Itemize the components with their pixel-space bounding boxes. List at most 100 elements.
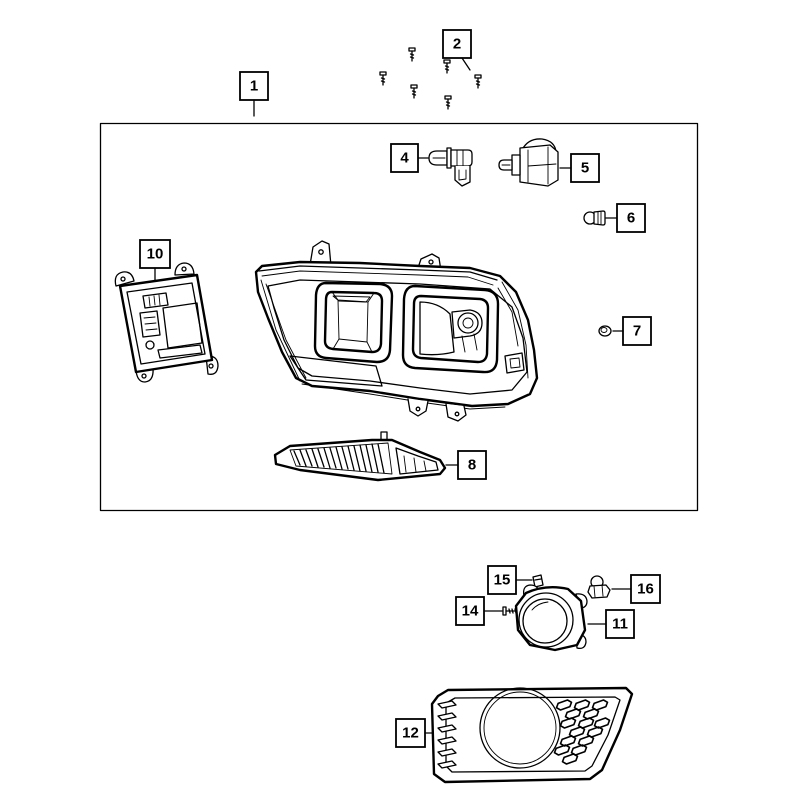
ballast-ear-hole xyxy=(141,373,147,379)
bezel-fin xyxy=(437,748,457,757)
ballast-component xyxy=(139,310,161,338)
callout-15-label: 15 xyxy=(494,572,511,589)
callout-11-box xyxy=(605,609,635,639)
hid-clip xyxy=(521,138,557,153)
screw-shank xyxy=(475,77,481,89)
small-bulb-rib xyxy=(597,211,602,225)
callout-6: 6 xyxy=(616,203,646,233)
housing-connector-detail xyxy=(509,357,521,369)
fog-lamp-lens-rim xyxy=(518,592,574,648)
assembly-frame xyxy=(99,122,699,512)
callout-16-label: 16 xyxy=(637,581,654,598)
bezel-outer xyxy=(430,686,634,784)
fog-lamp xyxy=(514,584,588,652)
callout-4: 4 xyxy=(390,143,419,173)
callout-2-box xyxy=(442,29,472,59)
grille-slot xyxy=(577,735,595,747)
callout-5-label: 5 xyxy=(581,160,589,177)
callout-12-label: 12 xyxy=(402,725,419,742)
hid-collar xyxy=(511,154,521,176)
screw xyxy=(443,59,451,74)
turn-signal-strip xyxy=(289,355,383,387)
callout-10-label: 10 xyxy=(147,246,164,263)
screw xyxy=(379,71,387,86)
callout-1-label: 1 xyxy=(250,78,258,95)
trim-grille xyxy=(293,443,385,474)
housing-right-side xyxy=(497,281,529,379)
ballast-connector-pins xyxy=(148,294,161,307)
fog-bulb-base xyxy=(587,584,611,599)
callout-7-label: 7 xyxy=(633,323,641,340)
callout-10-box xyxy=(139,239,171,269)
headlamp xyxy=(254,240,539,422)
callout-5-box xyxy=(570,153,600,183)
callout-7: 7 xyxy=(622,316,652,346)
screw xyxy=(410,84,418,99)
trim-bracket-detail xyxy=(403,455,427,473)
callout-11-label: 11 xyxy=(612,616,628,633)
callout-16: 16 xyxy=(630,574,661,604)
ballast-rim xyxy=(126,282,206,365)
right-projector-ring-outer xyxy=(401,284,500,374)
screw xyxy=(408,47,416,62)
callout-2-leader xyxy=(461,57,471,71)
ballast-capacitor xyxy=(145,340,155,350)
bracket-hole xyxy=(415,406,421,412)
callout-1: 1 xyxy=(239,71,269,101)
callout-14-box xyxy=(455,596,485,626)
callout-15-box xyxy=(487,565,517,595)
right-projector-ring-inner xyxy=(411,294,490,364)
bezel-fin xyxy=(437,760,457,769)
grille-slot xyxy=(555,699,573,711)
bracket-hole xyxy=(454,411,460,417)
fog-screw xyxy=(502,606,518,616)
bulb-base-rib xyxy=(456,149,464,167)
fog-bulb xyxy=(587,575,611,599)
ballast-ear xyxy=(174,262,195,276)
callout-2-label: 2 xyxy=(453,36,461,53)
left-projector-ring-outer xyxy=(313,281,394,364)
ballast-module xyxy=(114,262,219,383)
bezel-inner xyxy=(445,696,621,773)
grommet-inner xyxy=(600,327,608,333)
grille-slot xyxy=(553,744,571,756)
callout-8-label: 8 xyxy=(468,457,476,474)
bracket-hole xyxy=(428,259,434,265)
screw-shank xyxy=(444,62,450,74)
small-bulb-base xyxy=(593,210,606,226)
callout-14: 14 xyxy=(455,596,485,626)
ballast-connector xyxy=(142,292,169,309)
ballast-ear-hole xyxy=(181,266,187,272)
grommet xyxy=(598,325,612,337)
headlamp-lens-face xyxy=(267,279,528,395)
projector-lens xyxy=(457,312,479,334)
lamp-trim xyxy=(273,431,447,482)
screw-set xyxy=(379,47,482,110)
callout-14-label: 14 xyxy=(462,603,479,620)
fog-clip xyxy=(532,574,544,588)
ballast-ear-hole xyxy=(120,276,126,282)
housing-top-lip-inner xyxy=(261,270,494,286)
ballast-bottom-strip xyxy=(157,344,203,359)
ballast-component-detail xyxy=(143,316,158,331)
grille-slot xyxy=(593,717,611,729)
bezel-fin xyxy=(437,712,457,721)
ballast-ear-hole xyxy=(208,363,214,369)
callout-7-box xyxy=(622,316,652,346)
left-reflector-shade xyxy=(332,295,371,303)
screw-shank xyxy=(445,98,451,110)
projector-support xyxy=(461,333,478,353)
callout-5: 5 xyxy=(570,153,600,183)
small-bulb xyxy=(583,210,606,226)
screw xyxy=(444,95,452,110)
screw-shank xyxy=(411,87,417,99)
hid-bulb xyxy=(498,138,559,187)
callout-4-box xyxy=(390,143,419,173)
screw-shank xyxy=(409,50,415,62)
callout-4-label: 4 xyxy=(400,150,409,167)
trim-grille-frame xyxy=(289,442,393,475)
fog-lamp-lens-highlight xyxy=(531,601,549,611)
callout-15: 15 xyxy=(487,565,517,595)
bezel-fin xyxy=(437,724,457,733)
